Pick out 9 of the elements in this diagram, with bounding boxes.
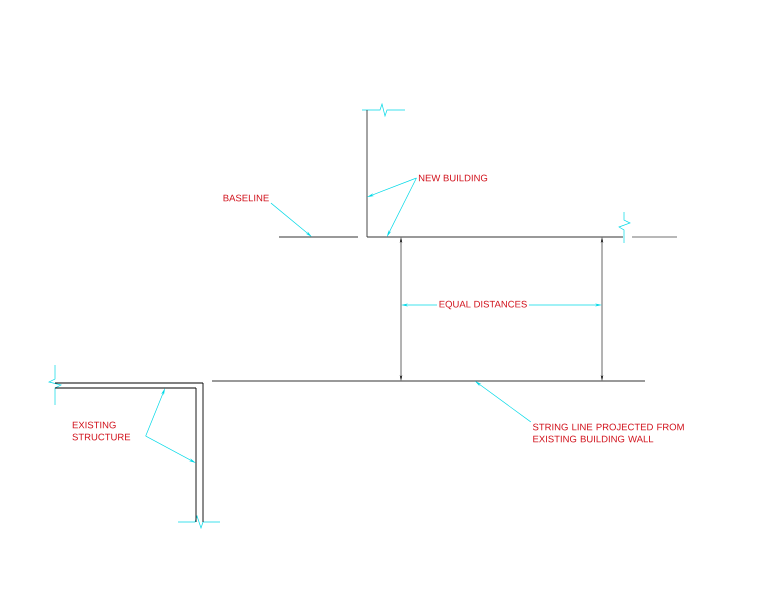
dimension-label: EQUAL DISTANCES xyxy=(440,300,527,310)
baseline-label: BASELINE xyxy=(224,194,269,202)
building-label: NEW BUILDING xyxy=(418,174,488,182)
structure-wall xyxy=(54,382,204,388)
structure-wall xyxy=(196,382,204,522)
structure-label: EXISTING STRUCTURE xyxy=(72,422,130,440)
string-line-label: STRING LINE PROJECTED FROM EXISTING BUILDING WALL xyxy=(532,424,684,442)
baseline xyxy=(278,236,358,238)
string-line xyxy=(212,380,646,382)
